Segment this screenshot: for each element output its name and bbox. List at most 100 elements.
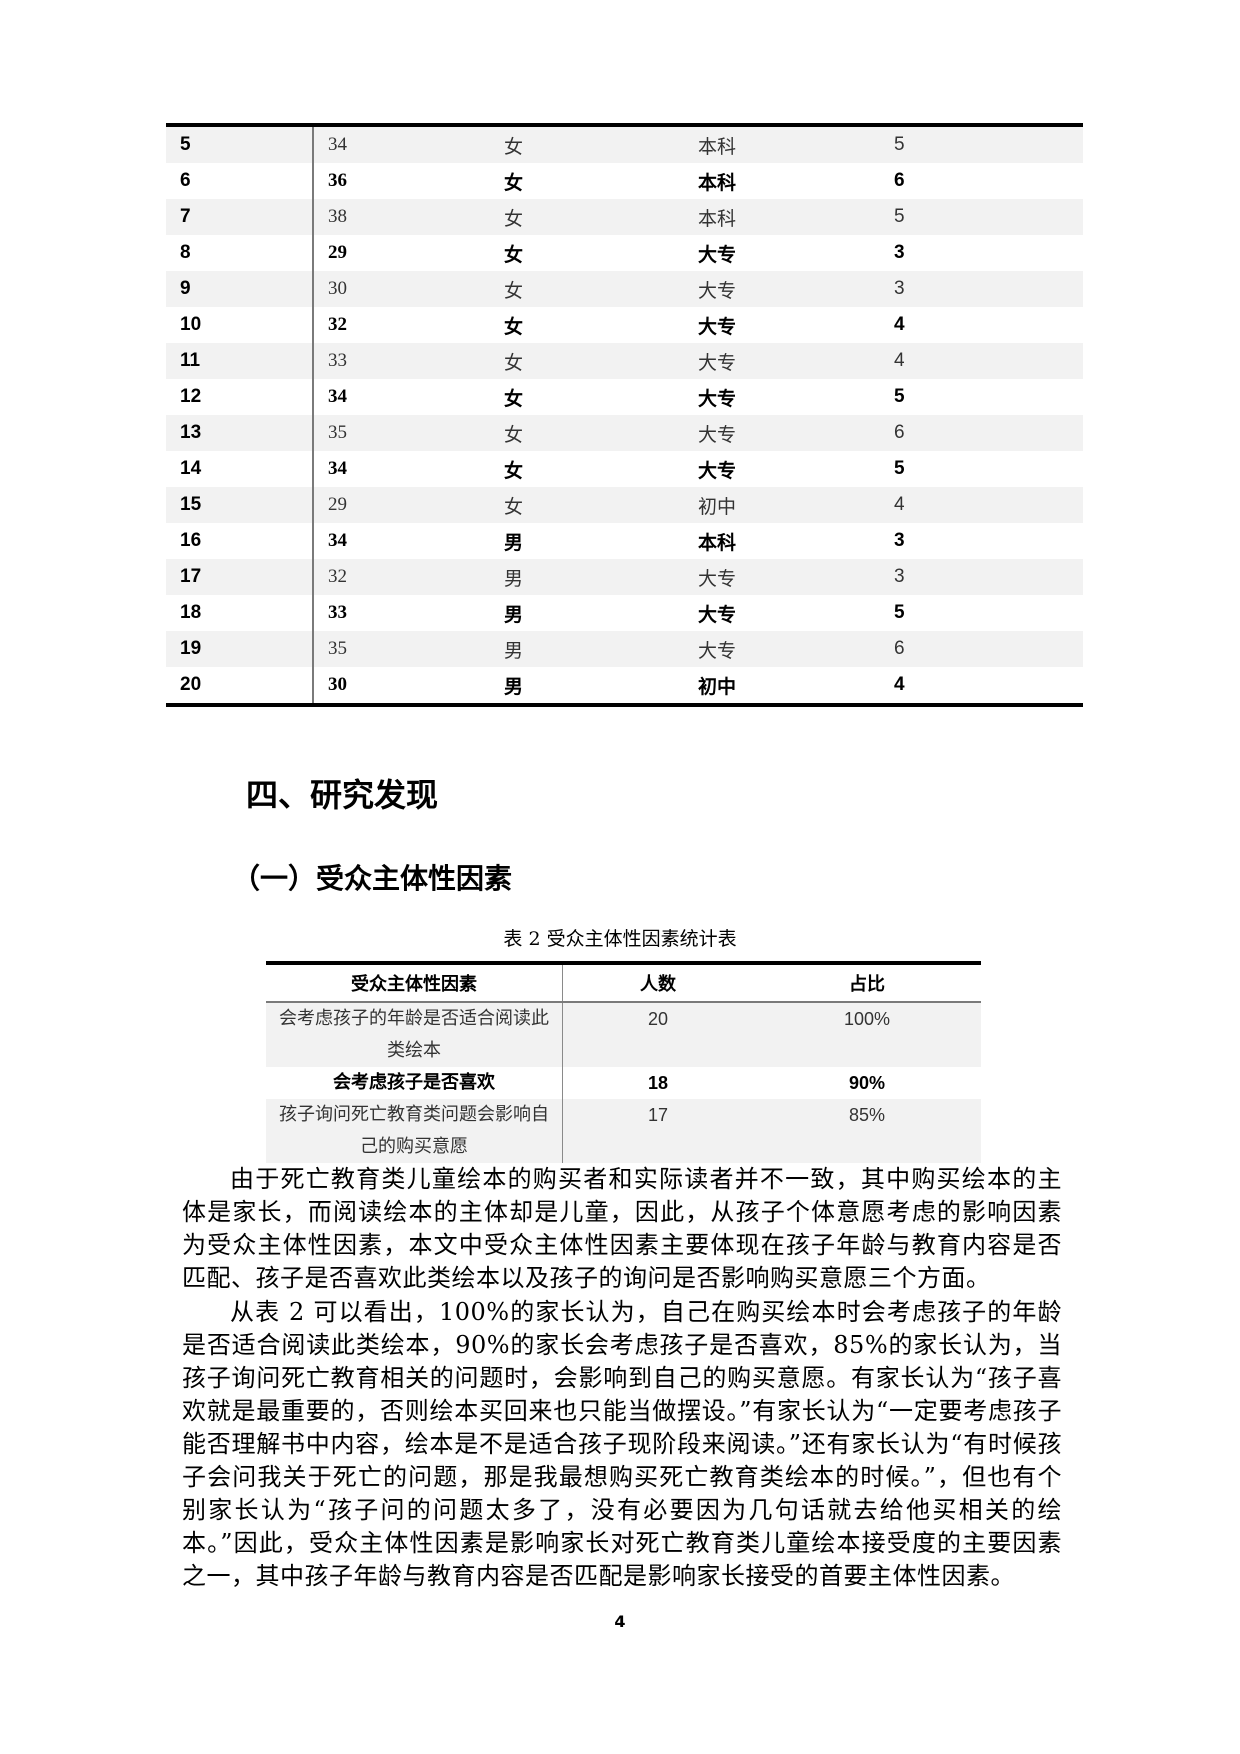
ratio-cell: 85% <box>753 1099 981 1163</box>
gender-cell: 男 <box>490 595 684 631</box>
count-cell: 17 <box>562 1099 754 1163</box>
id-cell: 8 <box>166 235 314 271</box>
table-caption: 表 2 受众主体性因素统计表 <box>503 928 737 950</box>
id-cell: 11 <box>166 343 314 379</box>
gender-cell: 男 <box>490 559 684 595</box>
score-cell: 5 <box>880 451 1083 487</box>
id-cell: 10 <box>166 307 314 343</box>
education-cell: 本科 <box>684 523 880 559</box>
gender-cell: 女 <box>490 451 684 487</box>
id-cell: 20 <box>166 667 314 705</box>
factor-cell: 会考虑孩子是否喜欢 <box>266 1067 563 1099</box>
table-row: 会考虑孩子是否喜欢 18 90% <box>266 1067 981 1099</box>
ratio-cell: 90% <box>753 1067 981 1099</box>
id-cell: 6 <box>166 163 314 199</box>
id-cell: 16 <box>166 523 314 559</box>
score-cell: 3 <box>880 235 1083 271</box>
gender-cell: 女 <box>490 199 684 235</box>
score-cell: 5 <box>880 379 1083 415</box>
table-header-row: 受众主体性因素 人数 占比 <box>266 963 981 1003</box>
education-cell: 大专 <box>684 559 880 595</box>
audience-factor-table: 受众主体性因素 人数 占比 会考虑孩子的年龄是否适合阅读此类绘本 20 100%… <box>266 961 981 1163</box>
education-cell: 大专 <box>684 235 880 271</box>
id-cell: 7 <box>166 199 314 235</box>
score-cell: 4 <box>880 307 1083 343</box>
education-cell: 大专 <box>684 379 880 415</box>
id-cell: 12 <box>166 379 314 415</box>
age-cell: 32 <box>313 559 490 595</box>
education-cell: 初中 <box>684 487 880 523</box>
age-cell: 38 <box>313 199 490 235</box>
age-cell: 34 <box>313 451 490 487</box>
gender-cell: 女 <box>490 271 684 307</box>
score-cell: 3 <box>880 271 1083 307</box>
age-cell: 34 <box>313 125 490 163</box>
score-cell: 5 <box>880 199 1083 235</box>
age-cell: 30 <box>313 667 490 705</box>
education-cell: 本科 <box>684 199 880 235</box>
education-cell: 大专 <box>684 343 880 379</box>
id-cell: 17 <box>166 559 314 595</box>
age-cell: 33 <box>313 595 490 631</box>
table-row: 会考虑孩子的年龄是否适合阅读此类绘本 20 100% <box>266 1002 981 1067</box>
score-cell: 4 <box>880 343 1083 379</box>
id-cell: 13 <box>166 415 314 451</box>
score-cell: 4 <box>880 667 1083 705</box>
gender-cell: 女 <box>490 235 684 271</box>
score-cell: 5 <box>880 125 1083 163</box>
body-paragraph: 由于死亡教育类儿童绘本的购买者和实际读者并不一致，其中购买绘本的主体是家长，而阅… <box>182 1165 1062 1292</box>
id-cell: 18 <box>166 595 314 631</box>
age-cell: 35 <box>313 631 490 667</box>
id-cell: 14 <box>166 451 314 487</box>
id-cell: 15 <box>166 487 314 523</box>
age-cell: 33 <box>313 343 490 379</box>
column-header: 占比 <box>753 963 981 1003</box>
education-cell: 初中 <box>684 667 880 705</box>
score-cell: 6 <box>880 415 1083 451</box>
section-heading: 四、研究发现 <box>246 776 439 814</box>
ratio-cell: 100% <box>753 1002 981 1067</box>
gender-cell: 女 <box>490 343 684 379</box>
age-cell: 29 <box>313 235 490 271</box>
score-cell: 4 <box>880 487 1083 523</box>
age-cell: 29 <box>313 487 490 523</box>
gender-cell: 男 <box>490 667 684 705</box>
age-cell: 34 <box>313 523 490 559</box>
gender-cell: 女 <box>490 487 684 523</box>
age-cell: 30 <box>313 271 490 307</box>
age-cell: 34 <box>313 379 490 415</box>
gender-cell: 男 <box>490 523 684 559</box>
score-cell: 6 <box>880 163 1083 199</box>
gender-cell: 女 <box>490 379 684 415</box>
id-cell: 9 <box>166 271 314 307</box>
score-cell: 6 <box>880 631 1083 667</box>
education-cell: 大专 <box>684 631 880 667</box>
score-cell: 5 <box>880 595 1083 631</box>
age-cell: 35 <box>313 415 490 451</box>
score-cell: 3 <box>880 559 1083 595</box>
score-cell: 3 <box>880 523 1083 559</box>
column-header: 人数 <box>562 963 754 1003</box>
column-header: 受众主体性因素 <box>266 963 563 1003</box>
table-row: 孩子询问死亡教育类问题会影响自己的购买意愿 17 85% <box>266 1099 981 1163</box>
age-cell: 32 <box>313 307 490 343</box>
education-cell: 大专 <box>684 415 880 451</box>
education-cell: 本科 <box>684 125 880 163</box>
education-cell: 本科 <box>684 163 880 199</box>
id-cell: 5 <box>166 125 314 163</box>
gender-cell: 女 <box>490 163 684 199</box>
factor-cell: 孩子询问死亡教育类问题会影响自己的购买意愿 <box>266 1099 563 1163</box>
